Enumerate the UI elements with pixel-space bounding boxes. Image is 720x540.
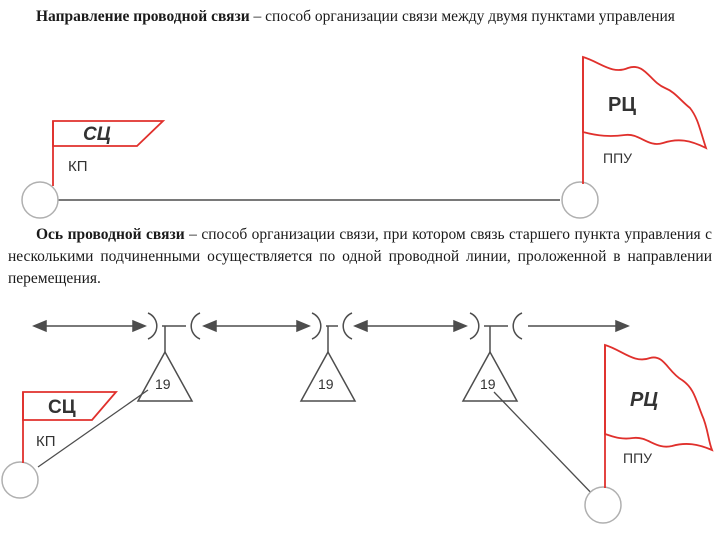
post-label-ppu: ППУ: [603, 150, 632, 166]
junction-node-3: 19: [461, 312, 523, 402]
axis-wire: [32, 319, 630, 333]
post-circle: [1, 461, 39, 499]
post-label-ppu: ППУ: [623, 450, 652, 466]
flag-label-sc: СЦ: [48, 397, 76, 418]
arrowhead: [453, 319, 468, 333]
flag-shape: [582, 55, 708, 150]
command-post-right-bottom: РЦ ППУ: [584, 343, 714, 524]
dash: –: [184, 226, 202, 243]
definition-direction-text: способ организации связи между двумя пун…: [265, 8, 675, 25]
feeder-line-right: [493, 391, 599, 501]
flag-shape: [22, 391, 118, 421]
connector-bracket: [147, 312, 158, 340]
connector-bracket: [469, 312, 480, 340]
flag-label-sc: СЦ: [83, 124, 111, 145]
arrowhead: [353, 319, 368, 333]
flag-shape: [52, 120, 166, 147]
arrowhead: [296, 319, 311, 333]
post-circle: [561, 181, 599, 219]
arrowhead: [202, 319, 217, 333]
command-post-right: РЦ ППУ: [561, 55, 708, 219]
definition-axis: Ось проводной связи – способ организации…: [8, 224, 712, 290]
connector-bracket: [311, 312, 322, 340]
definition-direction: Направление проводной связи – способ орг…: [8, 6, 712, 28]
connector-bracket: [190, 312, 201, 340]
command-post-left-bottom: СЦ КП: [1, 391, 118, 499]
node-number: 19: [318, 376, 334, 392]
term-direction: Направление проводной связи: [36, 8, 250, 25]
term-axis: Ось проводной связи: [36, 226, 185, 243]
station-triangle: [299, 350, 357, 402]
definition-axis-text: способ организации связи, при котором св…: [8, 226, 712, 287]
flag-label-rc: РЦ: [630, 389, 658, 411]
arrowhead: [132, 319, 147, 333]
post-label-kp: КП: [36, 433, 56, 450]
junction-node-2: 19: [299, 312, 357, 402]
junction-node-1: 19: [136, 312, 201, 402]
connector-bracket: [342, 312, 353, 340]
dash: –: [249, 8, 266, 25]
diagram-axis: 19 19 19 СЦ КП: [1, 312, 714, 524]
post-circle: [21, 181, 59, 219]
connector-bracket: [512, 312, 523, 340]
feeder-line-left: [37, 389, 149, 468]
arrowhead: [32, 319, 47, 333]
arrowhead: [615, 319, 630, 333]
flag-label-rc: РЦ: [608, 94, 636, 116]
station-triangle: [461, 350, 519, 402]
diagram-direction: СЦ КП РЦ ППУ: [21, 55, 708, 219]
post-circle: [584, 486, 622, 524]
command-post-left: СЦ КП: [21, 120, 166, 219]
flag-shape: [604, 343, 714, 452]
node-number: 19: [155, 376, 171, 392]
station-triangle: [136, 350, 194, 402]
node-number: 19: [480, 376, 496, 392]
post-label-kp: КП: [68, 158, 88, 175]
